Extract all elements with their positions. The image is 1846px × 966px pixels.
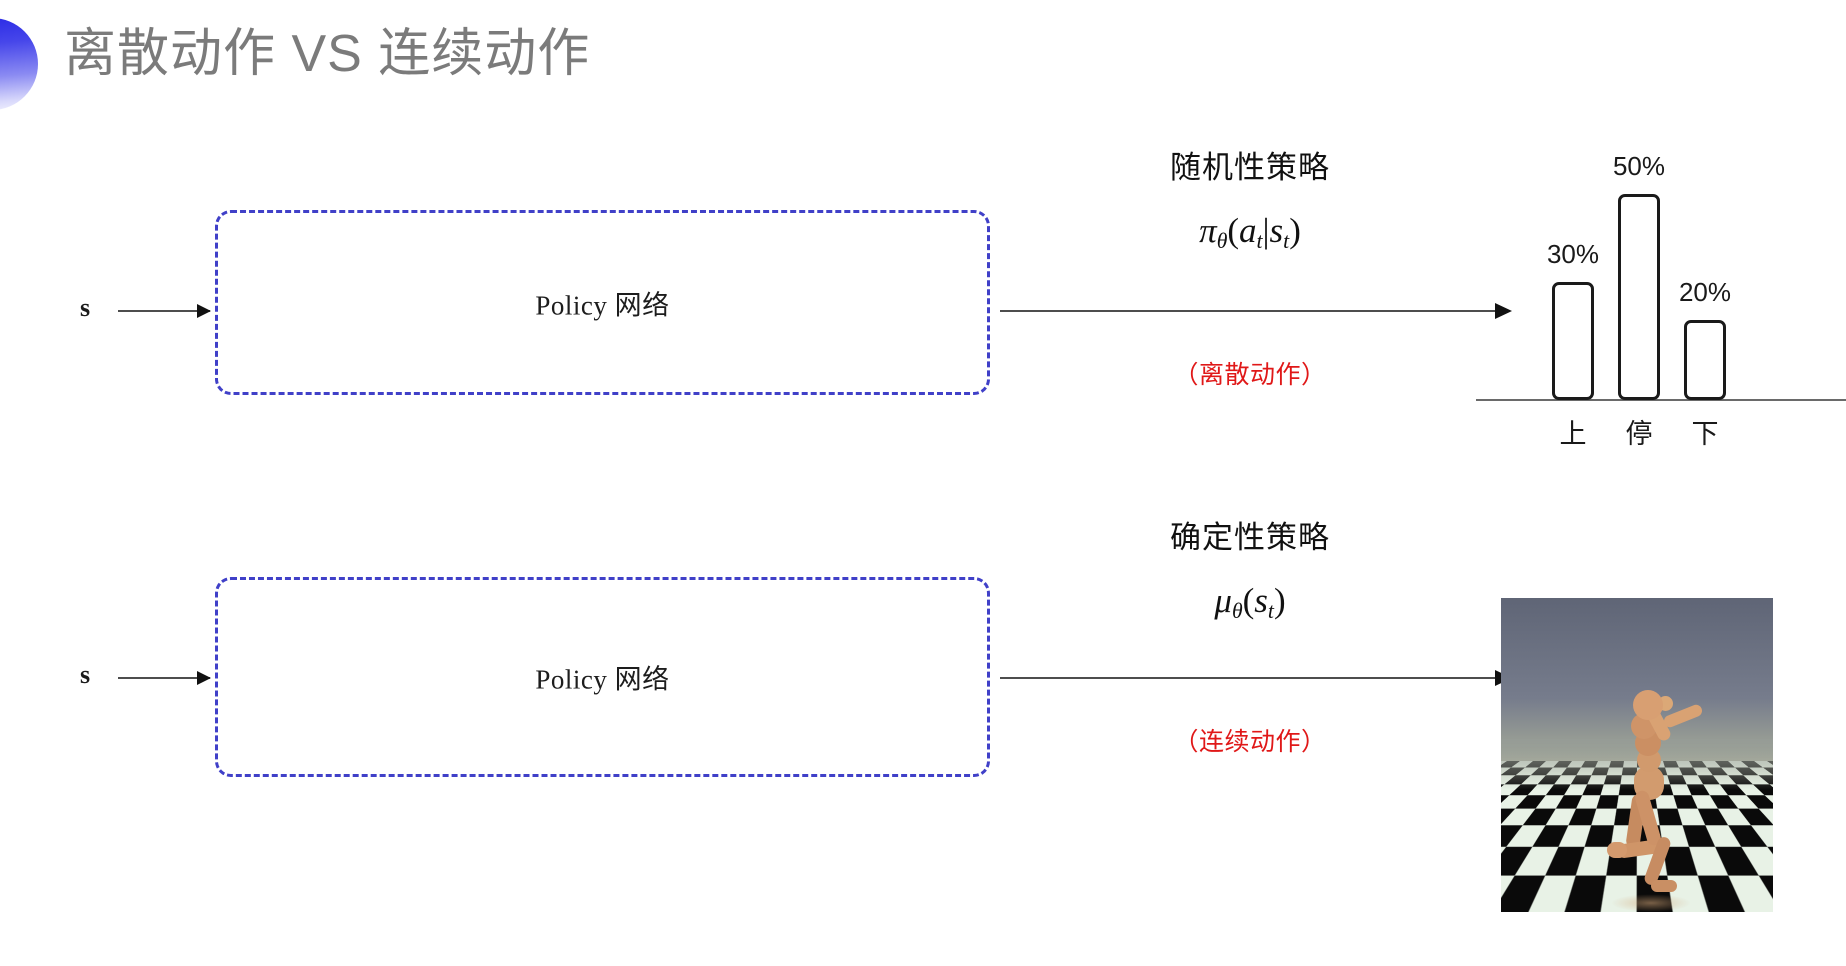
formula-open: (: [1227, 211, 1239, 250]
humanoid-reflection: [1611, 894, 1691, 912]
bar-rect-1: [1618, 194, 1660, 400]
mujoco-humanoid-image: [1501, 598, 1773, 912]
discrete-action-row: s Policy 网络 随机性策略 πθ(at|st) （离散动作） 30% 5…: [0, 180, 1846, 510]
formula-close: ): [1274, 581, 1286, 620]
deterministic-policy-title: 确定性策略: [1090, 512, 1410, 557]
output-arrow-continuous: [1000, 677, 1510, 679]
discrete-action-caption: （离散动作）: [1090, 355, 1410, 391]
output-arrow-discrete: [1000, 310, 1510, 312]
formula-arg: a: [1239, 211, 1257, 250]
formula-cond: s: [1270, 211, 1284, 250]
deterministic-policy-annotation: 确定性策略 μθ(st): [1090, 512, 1410, 624]
state-label-continuous: s: [80, 660, 90, 690]
stochastic-policy-formula: πθ(at|st): [1090, 211, 1410, 254]
input-arrow-continuous: [118, 677, 210, 679]
policy-network-box-continuous[interactable]: Policy 网络: [215, 577, 990, 777]
continuous-action-row: s Policy 网络 确定性策略 μθ(st) （连续动作）: [0, 560, 1846, 920]
continuous-action-caption: （连续动作）: [1090, 722, 1410, 758]
bar-value-1: 50%: [1598, 151, 1680, 182]
formula-close: ): [1289, 211, 1301, 250]
bar-value-0: 30%: [1532, 239, 1614, 270]
formula-fn-sub: θ: [1232, 599, 1243, 623]
stochastic-policy-annotation: 随机性策略 πθ(at|st): [1090, 142, 1410, 254]
formula-fn-sub: θ: [1217, 229, 1228, 253]
half-circle-gradient-icon: [0, 18, 38, 110]
chart-x-axis: [1476, 399, 1846, 401]
bar-rect-0: [1552, 282, 1594, 400]
formula-arg: s: [1254, 581, 1268, 620]
humanoid-front-foot: [1651, 880, 1677, 892]
policy-network-label: Policy 网络: [218, 283, 987, 322]
stochastic-policy-title: 随机性策略: [1090, 142, 1410, 187]
formula-open: (: [1243, 581, 1255, 620]
input-arrow-discrete: [118, 310, 210, 312]
bar-rect-2: [1684, 320, 1726, 400]
bar-value-2: 20%: [1664, 277, 1746, 308]
formula-fn: π: [1199, 211, 1217, 250]
policy-network-label: Policy 网络: [218, 658, 987, 697]
formula-fn: μ: [1214, 581, 1232, 620]
page-title: 离散动作 VS 连续动作: [64, 24, 590, 85]
humanoid-head: [1633, 690, 1663, 720]
deterministic-policy-formula: μθ(st): [1090, 581, 1410, 624]
formula-bar: |: [1263, 211, 1270, 250]
bar-category-2: 下: [1664, 412, 1746, 451]
humanoid-back-foot: [1607, 842, 1627, 858]
chart-category-labels: 上 停 下: [1476, 402, 1846, 450]
state-label-discrete: s: [80, 293, 90, 323]
action-probability-bar-chart: 30% 50% 20% 上 停 下: [1476, 110, 1846, 450]
policy-network-box-discrete[interactable]: Policy 网络: [215, 210, 990, 395]
